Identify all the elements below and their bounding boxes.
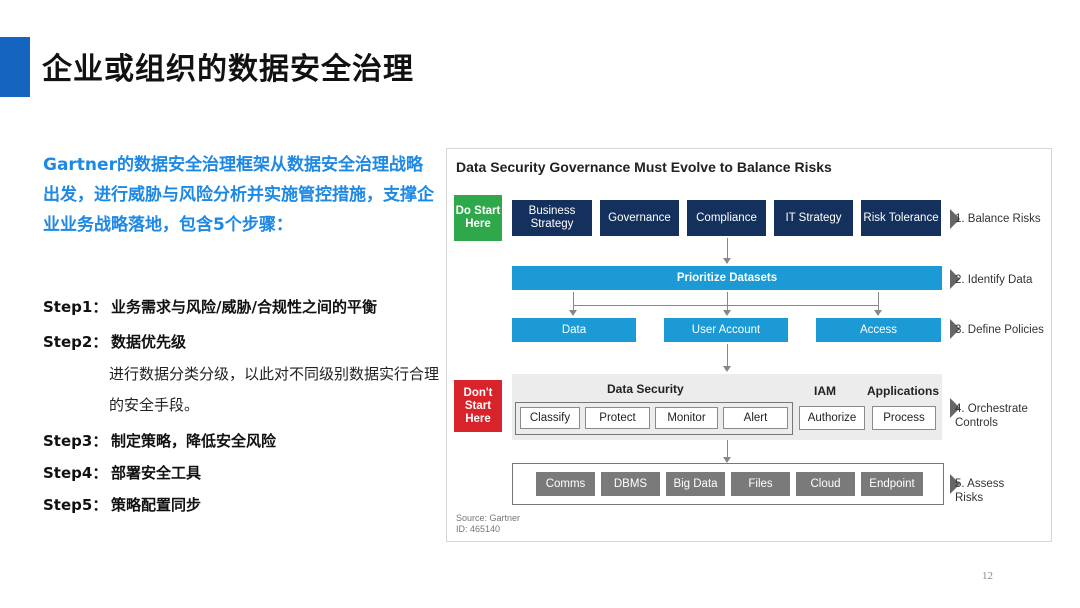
- stage-5-arrow-icon: [950, 474, 960, 494]
- stage-4-label: 4. Orchestrate Controls: [955, 403, 1028, 429]
- files-box: Files: [731, 472, 790, 496]
- it-strategy-box: IT Strategy: [774, 200, 853, 236]
- step-2-number: Step2：: [43, 333, 108, 351]
- stage-2-label: 2. Identify Data: [955, 274, 1033, 286]
- step-2-text: 数据优先级: [111, 333, 187, 351]
- policy-data-box: Data: [512, 318, 636, 342]
- business-strategy-box: Business Strategy: [512, 200, 592, 236]
- do-start-here-tag: Do Start Here: [454, 195, 502, 241]
- applications-heading: Applications: [867, 384, 940, 398]
- step-5-number: Step5：: [43, 496, 108, 514]
- stage-1-arrow-icon: [950, 209, 960, 229]
- page-number: 12: [982, 570, 993, 582]
- title-accent-bar: [0, 37, 30, 97]
- branch-connector: [573, 305, 878, 306]
- alert-box: Alert: [723, 407, 788, 429]
- stage-1-label: 1. Balance Risks: [955, 213, 1041, 225]
- classify-box: Classify: [520, 407, 580, 429]
- source-id-line: ID: 465140: [456, 524, 501, 534]
- step-4-text: 部署安全工具: [111, 464, 202, 482]
- stage-4-arrow-icon: [950, 398, 960, 418]
- monitor-box: Monitor: [655, 407, 718, 429]
- figure-source: Source: Gartner ID: 465140: [456, 513, 520, 535]
- stage-5-label: 5. Assess Risks: [955, 478, 1005, 504]
- iam-heading: IAM: [814, 384, 836, 398]
- comms-box: Comms: [536, 472, 595, 496]
- compliance-box: Compliance: [687, 200, 766, 236]
- down-arrow-icon: [569, 292, 577, 316]
- down-arrow-icon: [874, 292, 882, 316]
- step-1-number: Step1：: [43, 298, 108, 316]
- authorize-box: Authorize: [799, 406, 865, 430]
- data-security-frame: [515, 402, 793, 435]
- cloud-box: Cloud: [796, 472, 855, 496]
- step-3: Step3：制定策略，降低安全风险: [43, 430, 276, 451]
- step-2-detail: 进行数据分类分级，以此对不同级别数据实行合理的安全手段。: [109, 365, 440, 414]
- big-data-box: Big Data: [666, 472, 725, 496]
- dont-start-here-tag: Don't Start Here: [454, 380, 502, 432]
- risk-tolerance-box: Risk Tolerance: [861, 200, 941, 236]
- stage-3-arrow-icon: [950, 319, 960, 339]
- down-arrow-icon: [723, 292, 731, 316]
- source-line: Source: Gartner: [456, 513, 521, 523]
- intro-paragraph: Gartner的数据安全治理框架从数据安全治理战略出发，进行威胁与风险分析并实施…: [43, 155, 434, 235]
- stage-3-label: 3. Define Policies: [955, 324, 1044, 336]
- policy-user-account-box: User Account: [664, 318, 788, 342]
- step-3-number: Step3：: [43, 432, 108, 450]
- gartner-framework-figure: Data Security Governance Must Evolve to …: [446, 148, 1052, 542]
- governance-box: Governance: [600, 200, 679, 236]
- process-box: Process: [872, 406, 936, 430]
- stage-2-arrow-icon: [950, 269, 960, 289]
- step-1: Step1：业务需求与风险/威胁/合规性之间的平衡: [43, 296, 377, 317]
- step-5-text: 策略配置同步: [111, 496, 202, 514]
- step-4-number: Step4：: [43, 464, 108, 482]
- protect-box: Protect: [585, 407, 650, 429]
- figure-title: Data Security Governance Must Evolve to …: [456, 159, 832, 175]
- endpoint-box: Endpoint: [861, 472, 923, 496]
- prioritize-datasets-bar: Prioritize Datasets: [512, 266, 942, 290]
- step-1-text: 业务需求与风险/威胁/合规性之间的平衡: [111, 298, 377, 316]
- down-arrow-icon: [723, 440, 731, 463]
- assess-frame: [512, 463, 944, 505]
- data-security-heading: Data Security: [607, 382, 684, 396]
- page-title: 企业或组织的数据安全治理: [42, 52, 414, 87]
- policy-access-box: Access: [816, 318, 941, 342]
- step-3-text: 制定策略，降低安全风险: [111, 432, 277, 450]
- step-4: Step4：部署安全工具: [43, 462, 201, 483]
- step-2: Step2：数据优先级: [43, 331, 186, 352]
- dbms-box: DBMS: [601, 472, 660, 496]
- down-arrow-icon: [723, 344, 731, 372]
- step-5: Step5：策略配置同步: [43, 494, 201, 515]
- down-arrow-icon: [723, 238, 731, 264]
